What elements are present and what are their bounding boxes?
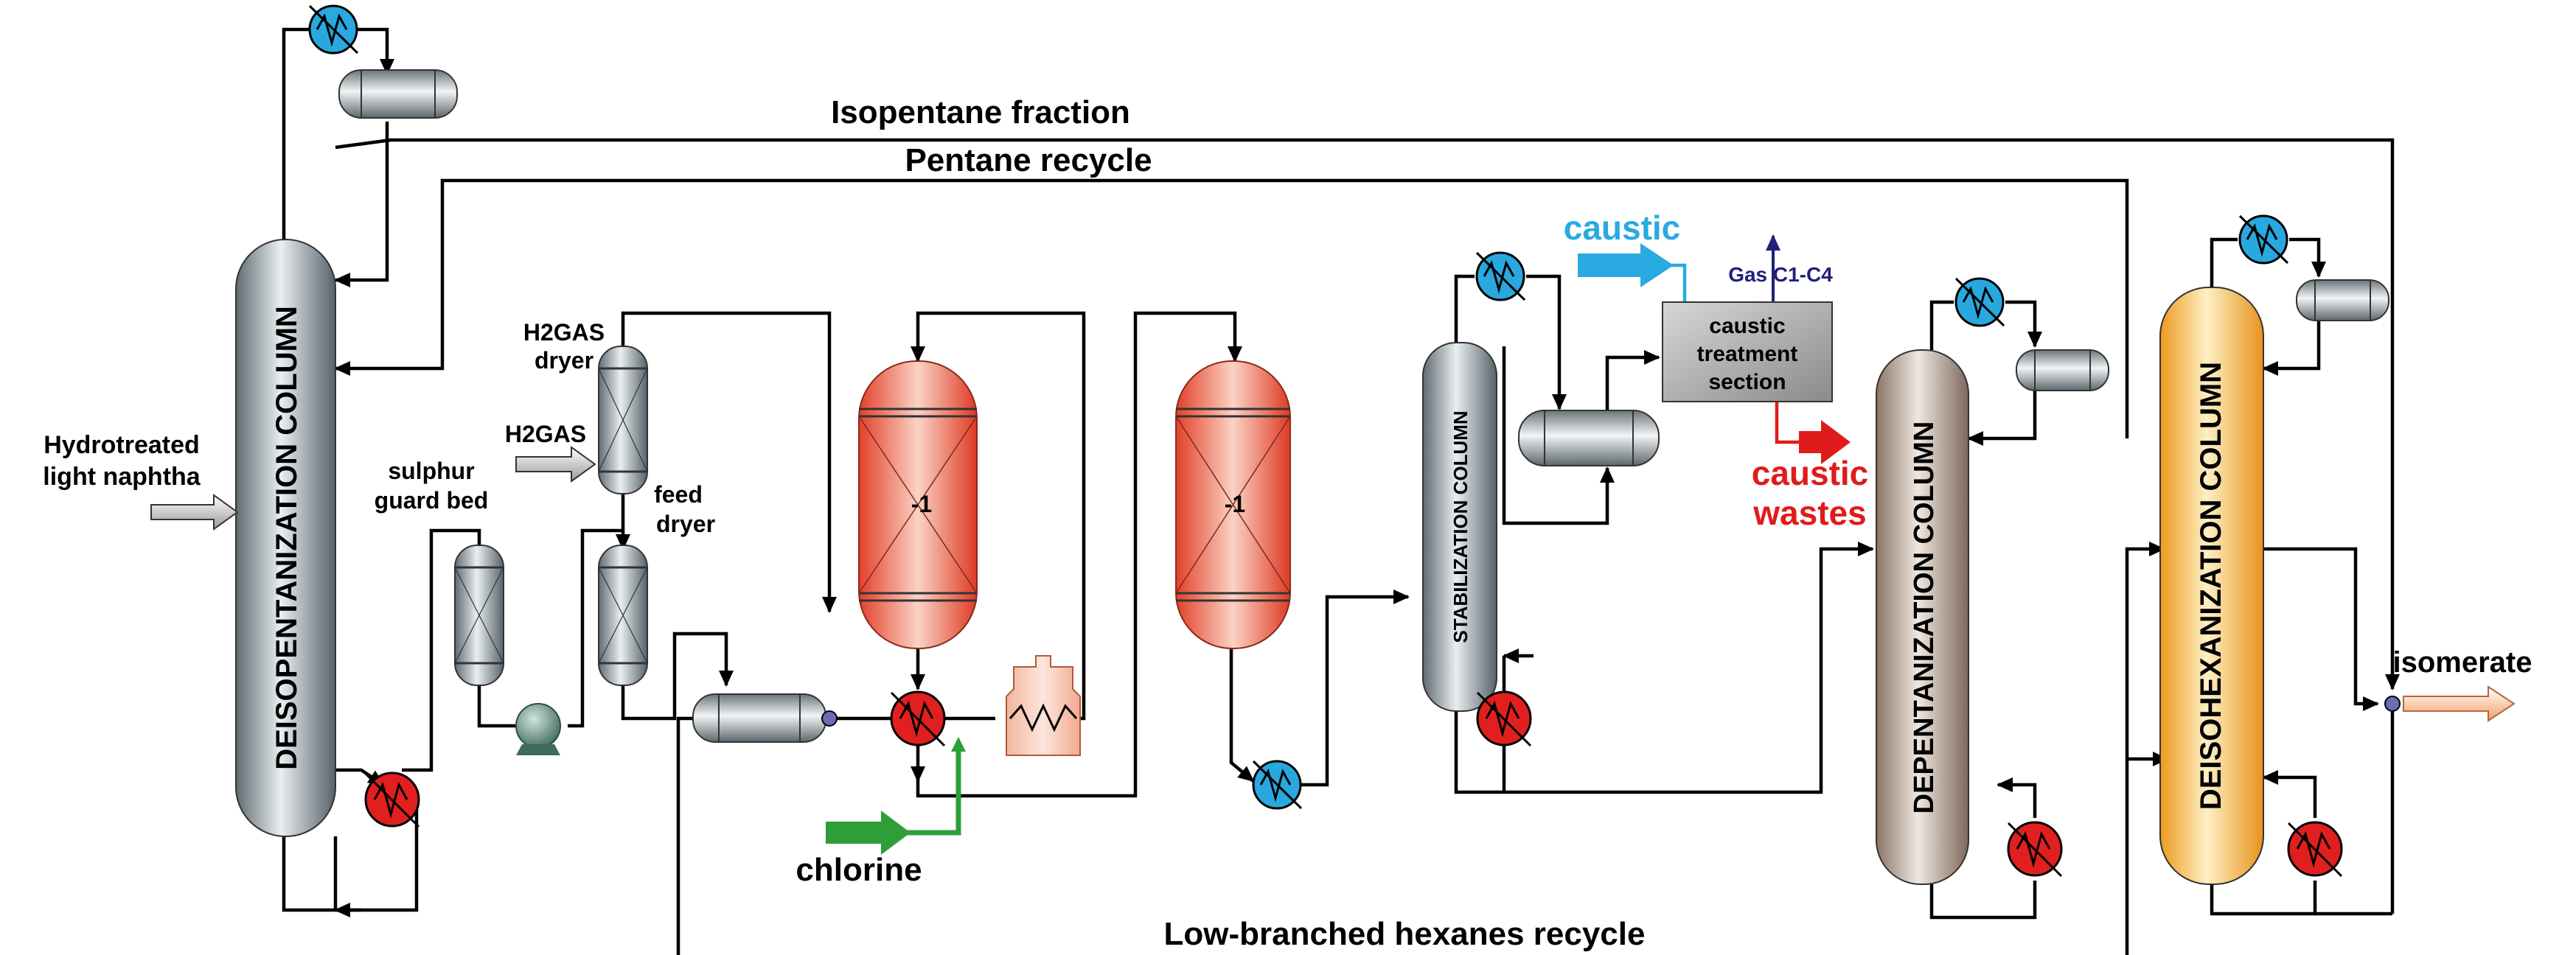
feed-dryer-label-2: dryer [656, 511, 715, 537]
gas-c1-c4-label: Gas C1-C4 [1728, 263, 1833, 286]
sulphur-guard-label-1: sulphur [388, 458, 474, 484]
dep-reflux-drum [2016, 349, 2109, 391]
h2gas-label: H2GAS [505, 421, 586, 447]
reboiler-icon [2007, 821, 2063, 878]
depentanization-column-label: DEPENTANIZATION COLUMN [1909, 421, 1940, 814]
caustic-wastes-label-2: wastes [1752, 494, 1866, 532]
heat-exchangers [308, 4, 2343, 878]
reactor-1-tag: -1 [911, 491, 932, 517]
deisohexanization-column: DEISOHEXANIZATION COLUMN [2159, 287, 2264, 885]
deisopentanization-column: DEISOPENTANIZATION COLUMN [235, 239, 336, 837]
caustic-wastes-label-1: caustic [1752, 454, 1869, 492]
feed-label-1: Hydrotreated [43, 431, 200, 459]
h2gas-dryer-label-2: dryer [535, 347, 593, 374]
feed-effluent-exchanger-icon [890, 690, 946, 747]
sulphur-guard-bed [454, 545, 504, 686]
block-arrows [150, 446, 2516, 722]
caustic-inlet-arrow [1578, 243, 1674, 287]
depentanization-column: DEPENTANIZATION COLUMN [1876, 349, 1969, 885]
drums [338, 69, 2389, 743]
deisopentanization-column-label: DEISOPENTANIZATION COLUMN [271, 306, 303, 770]
caustic-section-label-3: section [1708, 370, 1786, 394]
stabilization-column: STABILIZATION COLUMN [1422, 342, 1497, 712]
deisohexanization-column-label: DEISOHEXANIZATION COLUMN [2195, 362, 2227, 810]
dip-reflux-drum [338, 69, 458, 119]
reboiler-icon [2287, 821, 2343, 878]
hexanes-recycle-label: Low-branched hexanes recycle [1164, 916, 1646, 952]
labels: Isopentane fraction Pentane recycle Low-… [43, 94, 2532, 952]
chlorine-inlet-arrow [826, 811, 911, 855]
piping [282, 27, 2400, 955]
isomerate-label: isomerate [2393, 646, 2533, 679]
condenser-icon [1954, 277, 2005, 327]
caustic-section-label-1: caustic [1709, 314, 1785, 338]
caustic-wastes-arrow [1799, 420, 1851, 464]
condenser-icon [2238, 214, 2289, 265]
chlorine-label: chlorine [796, 852, 922, 888]
stab-reflux-drum [1518, 410, 1660, 466]
feed-pump [515, 703, 561, 755]
reactor-1: -1 [858, 360, 978, 649]
condenser-icon [308, 4, 359, 55]
reactor-2-tag: -1 [1225, 491, 1245, 517]
reboiler-icon [364, 772, 420, 828]
mixing-nodes [821, 696, 2401, 727]
h2gas-dryer-label-1: H2GAS [523, 319, 605, 346]
colored-streams [826, 234, 1851, 855]
stabilization-column-label: STABILIZATION COLUMN [1449, 410, 1472, 643]
feed-separator-drum [692, 693, 826, 743]
feed-label-2: light naphtha [43, 463, 201, 491]
feed-dryer-label-1: feed [654, 481, 703, 508]
caustic-section-label-2: treatment [1697, 342, 1798, 366]
sulphur-guard-label-2: guard bed [375, 487, 489, 514]
caustic-inlet-label: caustic [1564, 209, 1681, 247]
feed-inlet-arrow [150, 494, 239, 531]
dih-reflux-drum [2296, 279, 2389, 321]
isomerate-outlet-arrow [2403, 685, 2516, 722]
reboiler-icon [1476, 690, 1532, 747]
condenser-icon [1475, 251, 1526, 301]
h2gas-inlet-arrow [515, 446, 596, 483]
feed-dryer [598, 545, 648, 686]
h2gas-dryer [598, 346, 648, 494]
fired-heater [1006, 655, 1081, 756]
isopentane-fraction-label: Isopentane fraction [831, 94, 1130, 130]
caustic-treatment-section: caustic treatment section [1662, 301, 1833, 402]
condenser-icon [1252, 760, 1303, 810]
reactor-2: -1 [1175, 360, 1291, 649]
pentane-recycle-label: Pentane recycle [905, 142, 1152, 178]
